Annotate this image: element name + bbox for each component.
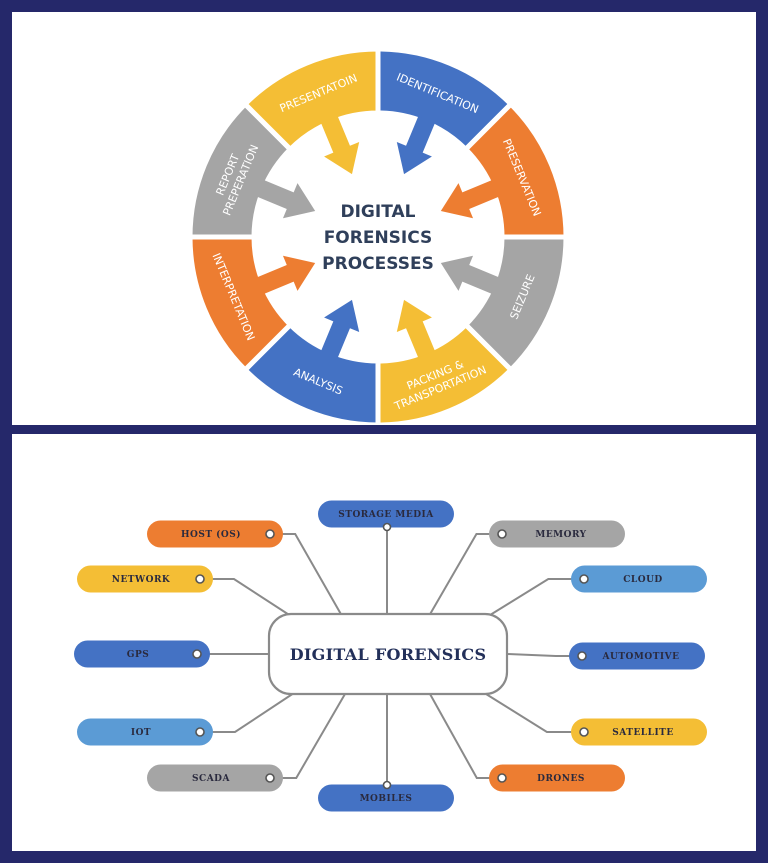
node-pill <box>147 764 283 792</box>
node-pill <box>318 500 454 528</box>
node-label: DRONES <box>537 774 585 784</box>
node-cloud: CLOUD <box>571 565 707 593</box>
node-pill <box>74 640 210 668</box>
connector-dot-icon <box>497 529 507 539</box>
node-pill <box>318 784 454 812</box>
node-label: SATELLITE <box>612 728 673 738</box>
node-pill <box>147 520 283 548</box>
spoke-scada <box>270 693 346 779</box>
node-label: MEMORY <box>535 530 586 540</box>
hub-node: DIGITAL FORENSICS <box>267 612 509 696</box>
node-pill <box>489 520 625 548</box>
node-storage-media: STORAGE MEDIA <box>318 500 454 528</box>
connector-dot-icon <box>577 651 587 661</box>
arrow-identification <box>396 116 435 175</box>
node-label: IOT <box>131 728 151 738</box>
arrow-report-preperation <box>257 180 316 219</box>
node-pill <box>569 642 705 670</box>
node-network: NETWORK <box>77 565 213 593</box>
node-pill <box>77 718 213 746</box>
connector-dot-icon <box>195 727 205 737</box>
spoke-cloud <box>481 578 584 621</box>
node-pill <box>571 565 707 593</box>
connector-dot-icon <box>265 529 275 539</box>
process-cycle-diagram: IDENTIFICATIONPRESERVATIONSEIZUREPACKING… <box>187 46 569 425</box>
mindmap-diagram: HOST (OS) NETWORK GPS IOT SCADA MEMORY CLOUD AU… <box>74 500 707 812</box>
connector-dot-icon <box>192 649 202 659</box>
node-satellite: SATELLITE <box>571 718 707 746</box>
spoke-host-os <box>270 533 343 617</box>
connector-dot-icon <box>497 773 507 783</box>
segment-packing-transportation <box>375 321 515 425</box>
node-mobiles: MOBILES <box>318 784 454 812</box>
node-label: STORAGE MEDIA <box>338 510 434 520</box>
arrow-preservation <box>440 180 499 219</box>
arrow-packing-transportation <box>396 299 435 358</box>
spoke-drones <box>429 693 502 779</box>
node-pill <box>489 764 625 792</box>
arrow-presentatoin <box>321 116 360 175</box>
connector-dot-icon <box>195 574 205 584</box>
node-iot: IOT <box>77 718 213 746</box>
arrow-seizure <box>440 255 499 294</box>
connector-dot-icon <box>382 522 392 532</box>
node-pill <box>77 565 213 593</box>
connector-dot-icon <box>382 780 392 790</box>
node-memory: MEMORY <box>489 520 625 548</box>
node-label: HOST (OS) <box>181 529 241 540</box>
node-label: NETWORK <box>112 575 171 585</box>
arrow-interpretation <box>257 255 316 294</box>
node-host-os: HOST (OS) <box>147 520 283 548</box>
node-automotive: AUTOMOTIVE <box>569 642 705 670</box>
hub-box <box>267 612 509 696</box>
segment-presentatoin <box>241 46 381 153</box>
node-gps: GPS <box>74 640 210 668</box>
node-drones: DRONES <box>489 764 625 792</box>
spoke-memory <box>428 533 502 617</box>
node-label: SCADA <box>192 774 230 784</box>
spoke-network <box>200 578 298 621</box>
mindmap-nodes: HOST (OS) NETWORK GPS IOT SCADA MEMORY CLOUD AU… <box>74 500 707 812</box>
connector-dot-icon <box>579 727 589 737</box>
node-label: MOBILES <box>360 794 413 804</box>
cycle-segments <box>187 46 569 425</box>
connector-dot-icon <box>579 574 589 584</box>
node-label: AUTOMOTIVE <box>602 652 680 662</box>
cycle-arrows <box>257 116 499 358</box>
node-pill <box>571 718 707 746</box>
node-scada: SCADA <box>147 764 283 792</box>
spoke-iot <box>200 688 301 733</box>
node-label: CLOUD <box>623 575 662 585</box>
node-label: GPS <box>127 650 149 660</box>
arrow-analysis <box>321 299 360 358</box>
hub-title: DIGITAL FORENSICS <box>290 645 487 664</box>
spoke-satellite <box>477 688 584 733</box>
mindmap-panel: HOST (OS) NETWORK GPS IOT SCADA MEMORY CLOUD AU… <box>12 434 756 851</box>
connector-dot-icon <box>265 773 275 783</box>
